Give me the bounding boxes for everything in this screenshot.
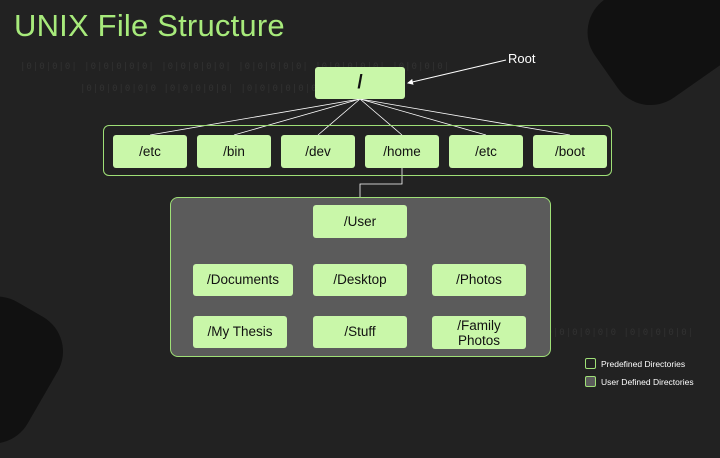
directory-node-family-photos: /Family Photos [432, 316, 526, 349]
background-binary-pattern: |0|0|0|0|0|0 |0|0|0|0|0| [540, 328, 695, 338]
root-pointer-arrow [407, 59, 507, 85]
directory-node-photos: /Photos [432, 264, 526, 296]
directory-node-my-thesis: /My Thesis [193, 316, 287, 348]
directory-node-home: /home [365, 135, 439, 168]
directory-node-dev: /dev [281, 135, 355, 168]
page-title: UNIX File Structure [14, 8, 285, 43]
directory-node-etc-2: /etc [449, 135, 523, 168]
legend-predefined: Predefined Directories [585, 358, 685, 369]
directory-node-user: /User [313, 205, 407, 238]
background-binary-pattern: |0|0|0|0| |0|0|0|0|0| |0|0|0|0|0| |0|0|0… [20, 62, 451, 72]
directory-node-bin: /bin [197, 135, 271, 168]
directory-node-boot: /boot [533, 135, 607, 168]
edge-root-boot [359, 98, 571, 136]
root-directory-node: / [315, 67, 405, 99]
edge-root-bin [233, 98, 361, 136]
edge-root-etc-2 [359, 98, 487, 136]
root-label: Root [508, 51, 536, 66]
directory-node-documents: /Documents [193, 264, 293, 296]
background-binary-pattern: |0|0|0|0|0|0 |0|0|0|0|0| |0|0|0|0|0|0 |0… [80, 84, 408, 94]
directory-node-etc: /etc [113, 135, 187, 168]
edge-root-home [359, 98, 403, 136]
legend-label-predefined: Predefined Directories [601, 358, 686, 369]
predefined-directories-group [103, 125, 612, 176]
legend-swatch-predefined [585, 358, 596, 369]
directory-node-desktop: /Desktop [313, 264, 407, 296]
legend-user-defined: User Defined Directories [585, 376, 694, 387]
edge-root-dev [317, 98, 361, 136]
edge-root-etc [149, 98, 361, 136]
directory-node-stuff: /Stuff [313, 316, 407, 348]
legend-label-user-defined: User Defined Directories [601, 376, 694, 387]
edge-home-user [357, 168, 403, 205]
legend-swatch-user-defined [585, 376, 596, 387]
